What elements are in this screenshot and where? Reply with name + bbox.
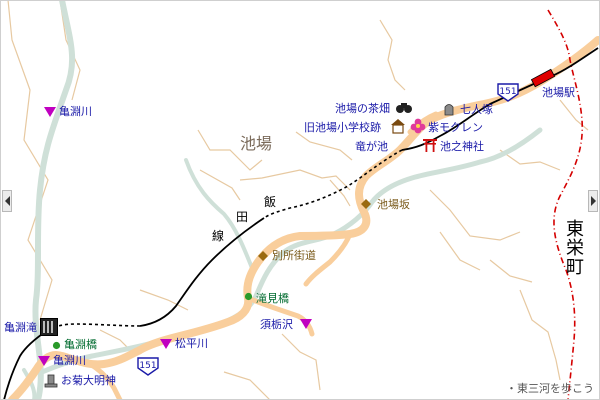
pass-marker-icon xyxy=(361,199,371,209)
ryugaike-label[interactable]: 竜が池 xyxy=(355,140,388,153)
roads xyxy=(8,36,600,400)
svg-text:151: 151 xyxy=(139,361,156,371)
stone-monument-icon[interactable] xyxy=(442,102,456,116)
town-label: 東栄町 xyxy=(566,219,584,278)
binoculars-icon[interactable] xyxy=(396,100,412,114)
pan-left-button[interactable] xyxy=(2,190,12,212)
railway-line-southwest xyxy=(3,329,49,400)
contour-lines xyxy=(7,0,589,400)
kamebuchigawa-top-label[interactable]: 亀淵川 xyxy=(59,105,92,118)
bridge-marker-icon xyxy=(52,341,61,350)
bridge-marker-icon xyxy=(244,292,253,301)
torii-icon[interactable] xyxy=(422,137,438,153)
bessho-label[interactable]: 別所街道 xyxy=(272,249,316,262)
rail-name-char: 田 xyxy=(236,210,249,224)
railway-tunnel xyxy=(263,149,403,219)
route-shield-icon: 151 xyxy=(497,83,519,102)
chaya-label[interactable]: 池場の茶畑 xyxy=(335,102,390,115)
okiku-label[interactable]: お菊大明神 xyxy=(61,374,116,387)
kamebuchibashi-label[interactable]: 亀淵橋 xyxy=(64,338,97,351)
railway-line xyxy=(401,47,599,151)
waterfall-marker-icon xyxy=(38,356,50,366)
rail-name-char: 線 xyxy=(212,229,225,243)
waterfall-icon[interactable] xyxy=(40,318,58,336)
waterfall-marker-icon xyxy=(300,319,312,329)
railway-line-south xyxy=(139,217,265,327)
pass-marker-icon xyxy=(258,251,268,261)
pan-right-button[interactable] xyxy=(588,190,598,212)
grave-icon[interactable] xyxy=(44,374,58,388)
district-label: 池場 xyxy=(240,134,273,153)
suginosawa-label[interactable]: 須栃沢 xyxy=(260,318,293,331)
ikeba-station-label[interactable]: 池場駅 xyxy=(542,86,575,99)
shimokuren-label[interactable]: 紫モクレン xyxy=(428,121,483,134)
svg-text:151: 151 xyxy=(499,87,516,97)
kamebuchigawa-bottom-label[interactable]: 亀淵川 xyxy=(53,354,86,367)
rail-name-char: 飯 xyxy=(264,195,277,209)
flower-icon[interactable] xyxy=(410,118,426,134)
municipal-boundary xyxy=(547,9,584,400)
matsudaira-label[interactable]: 松平川 xyxy=(175,337,208,350)
station-icon[interactable] xyxy=(530,68,556,88)
rivers xyxy=(22,0,543,400)
route-shield-icon: 151 xyxy=(137,357,159,376)
school-label[interactable]: 旧池場小学校跡 xyxy=(304,121,381,134)
railway-tunnel-south xyxy=(47,323,141,331)
waterfall-marker-icon xyxy=(160,339,172,349)
kamebuchidaki-label[interactable]: 亀淵滝 xyxy=(4,321,37,334)
ikenouchi-label[interactable]: 池之神社 xyxy=(440,140,484,153)
ikebazaka-label[interactable]: 池場坂 xyxy=(377,198,410,211)
takimibashi-label[interactable]: 滝見橋 xyxy=(256,292,289,305)
waterfall-marker-icon xyxy=(44,107,56,117)
school-icon[interactable] xyxy=(390,118,406,134)
shichinin-label[interactable]: 七人塚 xyxy=(460,103,493,116)
credit-text: ・東三河を歩こう xyxy=(506,382,594,395)
